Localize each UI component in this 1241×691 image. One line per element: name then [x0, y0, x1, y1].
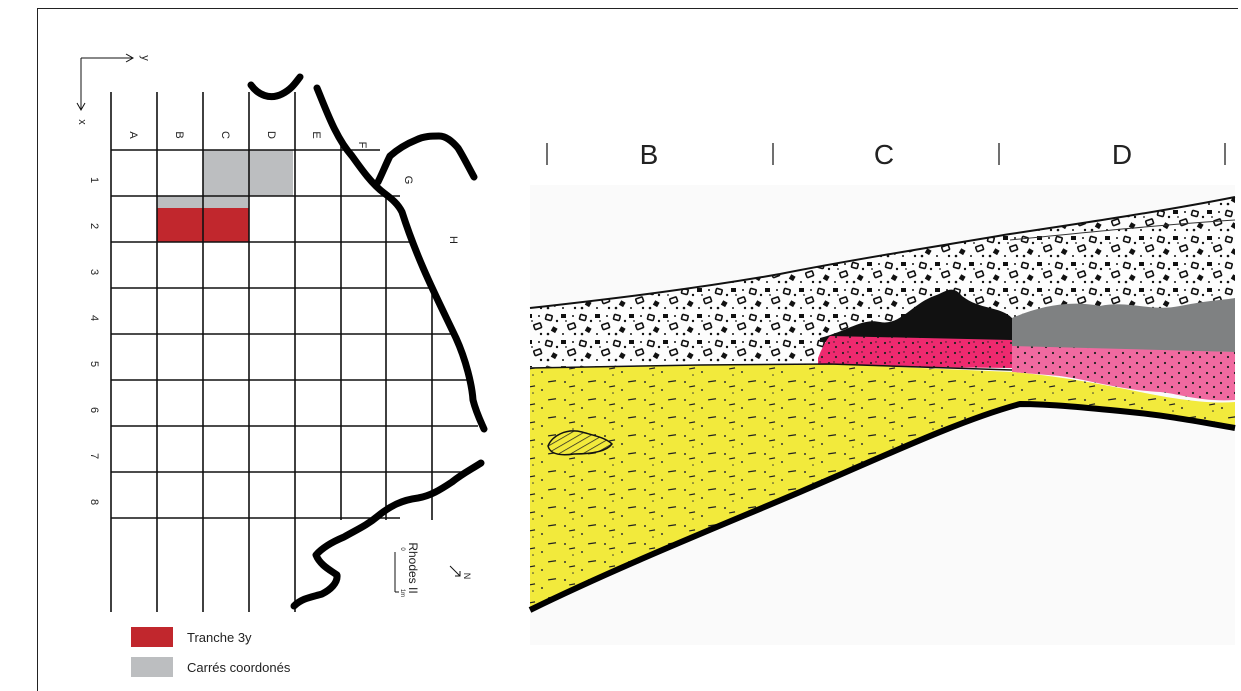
wall-label-F: F — [356, 142, 368, 149]
scale-unit-label: 1m — [399, 589, 405, 597]
axis-x-label: x — [76, 119, 88, 125]
coordinated-square-C1-D1 — [203, 150, 293, 196]
column-label-C: C — [219, 131, 231, 139]
column-label-D: D — [265, 131, 277, 139]
wall-label-G: G — [402, 176, 414, 185]
column-label-A: A — [127, 131, 139, 139]
legend: Tranche 3y Carrés coordonés — [131, 627, 291, 677]
wall-inner — [317, 88, 484, 429]
wall-bottom — [294, 463, 481, 606]
north-label: N — [462, 573, 472, 580]
legend-label-coordinated: Carrés coordonés — [187, 660, 291, 675]
row-label-6: 6 — [88, 407, 100, 413]
pink-layer — [818, 336, 1012, 368]
section-header: B C D — [547, 139, 1225, 170]
wall-top-left — [251, 77, 300, 97]
wall-outer — [378, 136, 474, 182]
plan-axes: y x — [76, 54, 151, 125]
map-caption: N Rhodes II 0 1m — [395, 542, 472, 597]
wall-label-H: H — [447, 236, 459, 244]
legend-swatch-trench — [131, 627, 173, 647]
section-label-B: B — [640, 139, 659, 170]
section-label-D: D — [1112, 139, 1132, 170]
row-labels: 1 2 3 4 5 6 7 8 — [88, 177, 100, 505]
column-label-B: B — [173, 131, 185, 138]
scale-zero-label: 0 — [399, 547, 405, 551]
legend-label-trench: Tranche 3y — [187, 630, 252, 645]
row-label-5: 5 — [88, 361, 100, 367]
row-label-4: 4 — [88, 315, 100, 321]
column-label-E: E — [310, 131, 322, 138]
row-label-8: 8 — [88, 499, 100, 505]
row-label-3: 3 — [88, 269, 100, 275]
stratigraphic-section — [530, 185, 1235, 645]
row-label-1: 1 — [88, 177, 100, 183]
plan-grid — [111, 92, 478, 612]
site-label: Rhodes II — [406, 542, 420, 593]
row-label-7: 7 — [88, 453, 100, 459]
row-label-2: 2 — [88, 223, 100, 229]
section-label-C: C — [874, 139, 894, 170]
legend-swatch-coordinated — [131, 657, 173, 677]
axis-y-label: y — [139, 55, 151, 61]
